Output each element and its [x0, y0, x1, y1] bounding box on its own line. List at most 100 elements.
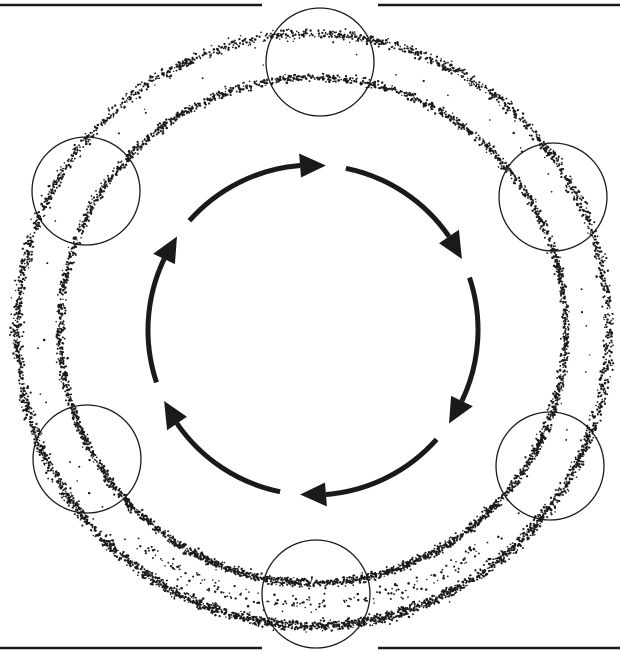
- stipple-dot: [427, 605, 429, 607]
- stipple-dot: [31, 430, 33, 432]
- stipple-dot: [225, 610, 227, 612]
- stipple-dot: [21, 301, 23, 303]
- stipple-dot: [35, 423, 37, 425]
- stipple-dot: [264, 622, 266, 624]
- stipple-dot: [171, 596, 173, 598]
- stipple-dot: [444, 66, 446, 68]
- stipple-dot: [538, 520, 539, 521]
- stipple-dot: [95, 129, 97, 131]
- stipple-dot: [18, 379, 20, 381]
- stipple-dot: [499, 105, 500, 106]
- stipple-dot: [608, 302, 609, 303]
- stipple-dot: [219, 52, 221, 54]
- stipple-dot: [611, 365, 612, 366]
- stipple-dot: [539, 523, 540, 524]
- stipple-dot: [274, 624, 276, 626]
- stipple-dot: [142, 577, 144, 579]
- stipple-dot: [469, 578, 471, 580]
- stipple-dot: [590, 231, 592, 233]
- stipple-dot: [324, 624, 326, 626]
- stipple-dot: [506, 109, 509, 112]
- stipple-dot: [282, 75, 284, 77]
- stipple-dot: [458, 128, 459, 129]
- stipple-dot: [464, 69, 466, 71]
- stipple-dot: [242, 43, 244, 45]
- stipple-dot: [612, 344, 614, 346]
- stipple-dot: [23, 274, 25, 276]
- stipple-dot: [560, 176, 562, 178]
- stipple-dot: [15, 313, 17, 315]
- stipple-dot: [41, 433, 42, 434]
- stipple-dot: [19, 298, 21, 300]
- stipple-dot: [535, 455, 537, 457]
- stipple-dot: [604, 253, 606, 255]
- stipple-dot: [604, 327, 606, 329]
- stipple-dot: [567, 489, 569, 491]
- stipple-dot: [58, 486, 60, 488]
- stipple-dot: [255, 621, 257, 623]
- stipple-dot: [450, 72, 452, 74]
- stipple-dot: [291, 626, 293, 628]
- stipple-dot: [568, 490, 570, 492]
- stipple-dot: [531, 445, 533, 447]
- stipple-dot: [412, 601, 414, 603]
- stipple-dot: [479, 89, 481, 91]
- stipple-dot: [12, 352, 15, 355]
- stipple-dot: [415, 51, 417, 53]
- stipple-dot: [466, 585, 468, 587]
- stipple-dot: [246, 619, 248, 621]
- stipple-dot: [309, 628, 311, 630]
- stipple-dot: [52, 470, 54, 472]
- stipple-dot: [23, 292, 25, 294]
- stipple-dot: [442, 107, 444, 109]
- stipple-dot: [106, 119, 108, 121]
- stipple-dot: [186, 548, 188, 550]
- stipple-dot: [347, 34, 349, 36]
- stipple-dot: [510, 482, 512, 484]
- stipple-dot: [63, 496, 65, 498]
- stipple-dot: [205, 607, 207, 609]
- stipple-dot: [491, 567, 493, 569]
- stipple-dot: [345, 28, 347, 30]
- stipple-dot: [212, 602, 214, 604]
- stipple-dot: [72, 500, 73, 501]
- stipple-dot: [59, 379, 61, 381]
- stipple-dot: [559, 482, 561, 484]
- stipple-dot: [332, 31, 334, 33]
- stipple-dot: [587, 435, 590, 438]
- stipple-dot: [276, 37, 278, 39]
- stipple-dot: [491, 95, 493, 97]
- stipple-dot: [155, 573, 157, 575]
- stipple-dot: [386, 618, 388, 620]
- stipple-dot: [162, 130, 164, 132]
- stipple-dot: [87, 139, 89, 141]
- stipple-dot: [472, 578, 474, 580]
- stipple-dot: [371, 87, 373, 89]
- stipple-dot: [608, 345, 609, 346]
- stipple-dot: [523, 532, 525, 534]
- stipple-dot: [532, 138, 535, 141]
- stipple-dot: [69, 501, 72, 504]
- stipple-dot: [76, 146, 78, 148]
- stipple-dot: [478, 81, 480, 83]
- stipple-dot: [334, 621, 337, 624]
- stipple-dot: [149, 75, 151, 77]
- stipple-dot: [96, 534, 98, 536]
- stipple-dot: [218, 606, 220, 608]
- stipple-dot: [609, 307, 610, 308]
- stipple-dot: [599, 370, 602, 373]
- stipple-dot: [261, 626, 263, 628]
- stipple-dot: [56, 179, 57, 180]
- stipple-dot: [210, 55, 212, 57]
- stipple-dot: [281, 580, 283, 582]
- stipple-dot: [102, 119, 104, 121]
- stipple-dot: [288, 28, 290, 30]
- stipple-dot: [259, 616, 260, 617]
- stipple-dot: [391, 620, 393, 622]
- stipple-dot: [120, 106, 122, 108]
- stipple-dot: [394, 616, 396, 618]
- stipple-dot: [339, 76, 341, 78]
- stipple-dot: [543, 141, 545, 143]
- stipple-dot: [25, 392, 27, 394]
